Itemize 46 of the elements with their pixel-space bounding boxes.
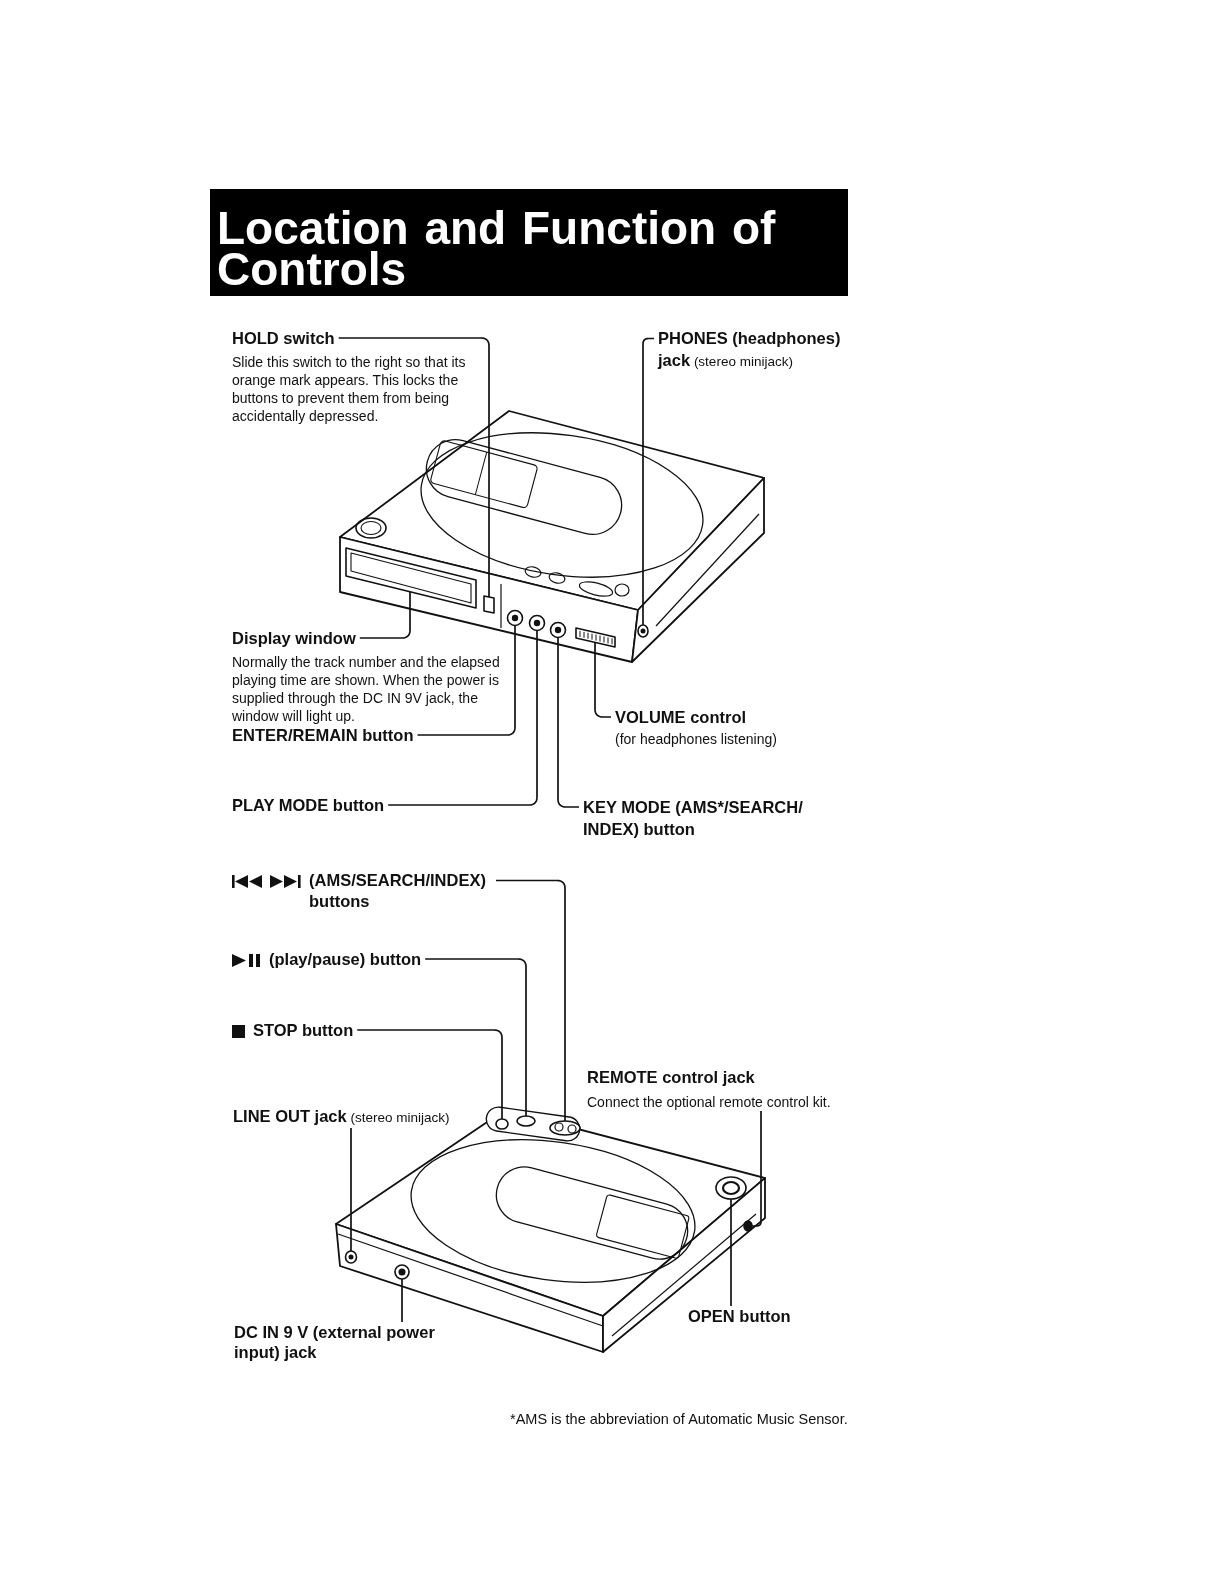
control-label: (play/pause) button [269, 949, 422, 969]
round-button [506, 609, 524, 627]
control-label: PLAY MODE button [232, 795, 385, 815]
leader-line [424, 958, 527, 1117]
control-label: KEY MODE (AMS*/SEARCH/ INDEX) button [583, 796, 823, 840]
leader-line [358, 590, 411, 639]
control-label: STOP button [253, 1020, 354, 1040]
jack-socket [743, 1220, 753, 1232]
description-text: Slide this switch to the right so that its orange mark appears. This locks the buttons to prevent them from being accidentally depressed. [232, 353, 467, 425]
description-text: Normally the track number and the elapsed playing time are shown. When the power is supplied through the DC IN 9V jack, the window will light up. [232, 653, 501, 725]
description-text: (for headphones listening) [615, 730, 778, 748]
round-button [549, 621, 567, 639]
round-button [715, 1176, 747, 1200]
control-label: HOLD switch [232, 328, 335, 348]
control-label: REMOTE control jack [587, 1067, 755, 1087]
leader-line [337, 337, 490, 598]
title-banner: Location and Function of Controls [210, 189, 848, 296]
leader-line [350, 1127, 352, 1252]
control-label: Display window [232, 628, 356, 648]
leader-line [401, 1278, 403, 1323]
control-label: LINE OUT jack (stereo minijack) [233, 1106, 450, 1128]
control-label: OPEN button [688, 1306, 791, 1326]
control-label: (AMS/SEARCH/INDEX) buttons [309, 870, 487, 912]
leader-line [387, 629, 538, 806]
jack-socket [637, 624, 649, 638]
display-window [345, 547, 477, 609]
description-text: Connect the optional remote control kit. [587, 1093, 832, 1111]
slide-switch [483, 595, 495, 614]
leader-line [557, 636, 580, 808]
control-label: ENTER/REMAIN button [232, 725, 414, 745]
control-label: VOLUME control [615, 707, 747, 727]
leader-line [594, 641, 612, 718]
oval-button [516, 1115, 536, 1127]
volume-slider [575, 627, 616, 648]
round-button [528, 614, 546, 632]
jack-socket [394, 1264, 410, 1280]
jack-socket [344, 1250, 358, 1264]
leader-line [356, 1029, 503, 1120]
leader-line [730, 1198, 732, 1307]
control-label: DC IN 9 V (external power input) jack [234, 1322, 449, 1362]
footnote: *AMS is the abbreviation of Automatic Music Sensor. [510, 1410, 848, 1428]
leader-line [416, 624, 516, 736]
leader-line [751, 1110, 762, 1227]
round-button [495, 1118, 509, 1130]
leader-line [642, 337, 655, 626]
control-label: PHONES (headphones) jack (stereo minijack) [658, 328, 853, 372]
